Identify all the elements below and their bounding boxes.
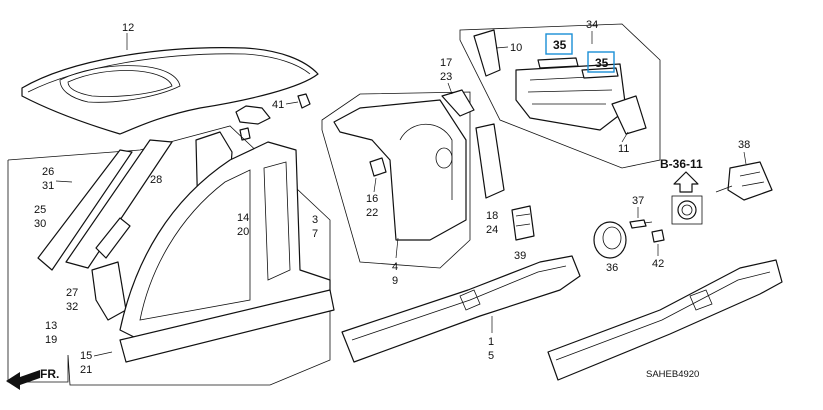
part-number-16: 16: [366, 193, 378, 205]
rear-panel-outline: [321, 91, 471, 269]
fuel-filler-housing: [593, 221, 627, 259]
part-number-9: 9: [392, 275, 398, 287]
part-number-5: 5: [488, 350, 494, 362]
part-number-25: 25: [34, 204, 46, 216]
part-number-35a: 35: [553, 38, 567, 52]
direction-label: FR.: [40, 367, 59, 381]
part-number-11: 11: [618, 143, 629, 155]
part-number-1: 1: [488, 336, 494, 348]
left-assembly-outline: [7, 125, 331, 386]
reference-arrow: [673, 171, 699, 193]
roof-bracket: [235, 93, 311, 141]
leader-10: [495, 46, 509, 49]
part-number-41: 41: [272, 99, 284, 111]
leader-26: [55, 180, 73, 183]
pillar-strips: [37, 139, 173, 271]
part-number-30: 30: [34, 218, 46, 230]
part-number-26: 26: [42, 166, 54, 178]
highlight-35a: [545, 33, 573, 55]
part-number-27: 27: [66, 287, 78, 299]
part-number-3: 3: [312, 214, 318, 226]
part-number-10: 10: [510, 42, 522, 54]
part-number-24: 24: [486, 224, 498, 236]
leader-41: [285, 101, 299, 105]
part-number-34: 34: [586, 19, 598, 31]
fuel-lid-actuator: [511, 205, 535, 241]
part-number-38: 38: [738, 139, 750, 151]
part-number-12: 12: [122, 22, 134, 34]
leader-38: [743, 151, 747, 165]
rear-inner-pieces: [441, 89, 505, 199]
part-number-35b: 35: [595, 56, 609, 70]
part-number-42: 42: [652, 258, 664, 270]
roof-panel: [21, 47, 319, 135]
part-number-13: 13: [45, 320, 57, 332]
leader-15: [93, 351, 113, 357]
rear-panel-box: [459, 23, 661, 169]
leader-16: [373, 177, 377, 193]
leader-11: [621, 131, 629, 143]
part-number-36: 36: [606, 262, 618, 274]
leader-4: [395, 237, 399, 259]
part-number-32: 32: [66, 301, 78, 313]
rear-quarter-panel: [333, 99, 467, 241]
part-number-21: 21: [80, 364, 92, 376]
lock-actuator: [715, 161, 773, 201]
part-number-17: 17: [440, 57, 452, 69]
diagram-code: SAHEB4920: [646, 369, 699, 380]
part-number-31: 31: [42, 180, 54, 192]
part-number-19: 19: [45, 334, 57, 346]
side-sill-middle: [341, 255, 581, 363]
front-direction-arrow: FR.: [6, 367, 59, 390]
grommet: [677, 200, 697, 220]
highlight-35b: [587, 51, 615, 73]
part-number-22: 22: [366, 207, 378, 219]
part-number-18: 18: [486, 210, 498, 222]
reference-box: [671, 195, 703, 225]
part-number-37: 37: [632, 195, 644, 207]
part-number-39: 39: [514, 250, 526, 262]
reference-label: B-36-11: [660, 157, 703, 171]
part-number-23: 23: [440, 71, 452, 83]
part-number-7: 7: [312, 228, 318, 240]
part-number-28: 28: [150, 174, 162, 186]
outer-side-panel: [119, 141, 335, 363]
part-number-14: 14: [237, 212, 249, 224]
side-sill-right: [547, 259, 783, 381]
rear-panel: [473, 29, 647, 135]
bolt-and-clip: [629, 219, 665, 243]
part-number-20: 20: [237, 226, 249, 238]
part-number-15: 15: [80, 350, 92, 362]
leader-17: [447, 82, 453, 95]
part-number-4: 4: [392, 261, 398, 273]
